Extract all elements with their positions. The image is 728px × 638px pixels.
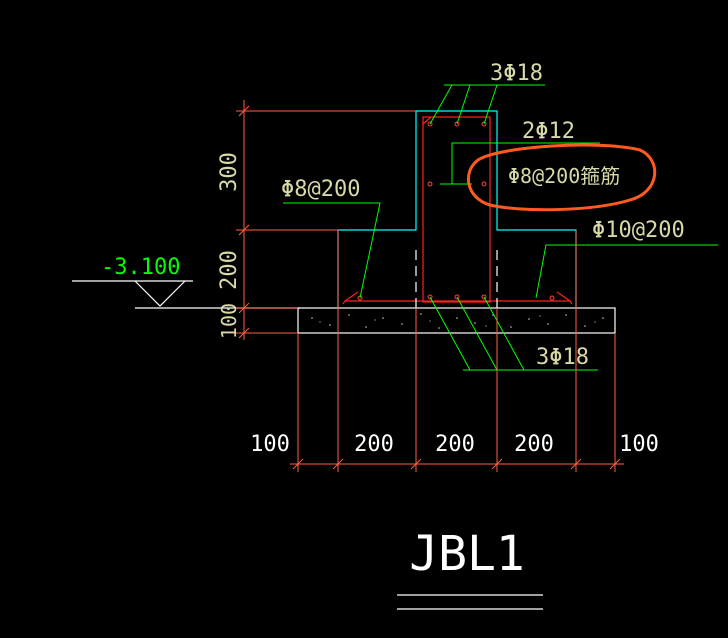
vertical-dimensions — [236, 100, 416, 340]
elevation-marker: -3.100 — [72, 255, 300, 309]
dim-horizontal-200-3: 200 — [514, 432, 554, 457]
label-top-bars: 3Φ18 — [490, 61, 543, 86]
dim-horizontal-200-2: 200 — [435, 432, 475, 457]
label-right-distribution: Φ10@200 — [592, 218, 685, 243]
drawing-title: JBL1 — [409, 526, 525, 582]
label-left-distribution: Φ8@200 — [281, 177, 360, 202]
rebar-cage — [342, 116, 573, 305]
concrete-outline — [337, 110, 577, 308]
dim-horizontal-200-1: 200 — [354, 432, 394, 457]
label-bottom-bars: 3Φ18 — [536, 345, 589, 370]
label-stirrup: Φ8@200箍筋 — [508, 164, 620, 188]
dim-vertical-200: 200 — [217, 250, 242, 290]
dim-vertical-100: 100 — [217, 303, 241, 339]
leader-lines — [283, 84, 718, 371]
elevation-label: -3.100 — [101, 255, 180, 280]
dim-horizontal-100-left: 100 — [250, 432, 290, 457]
rebar-dots — [357, 121, 555, 301]
title-underline — [397, 594, 543, 610]
label-side-bars: 2Φ12 — [522, 119, 575, 144]
blinding-layer — [297, 307, 616, 334]
dim-horizontal-100-right: 100 — [619, 432, 659, 457]
break-line — [415, 250, 498, 308]
horizontal-dimensions — [290, 230, 624, 472]
dim-vertical-300: 300 — [217, 152, 242, 192]
annotation-circle — [467, 143, 657, 212]
